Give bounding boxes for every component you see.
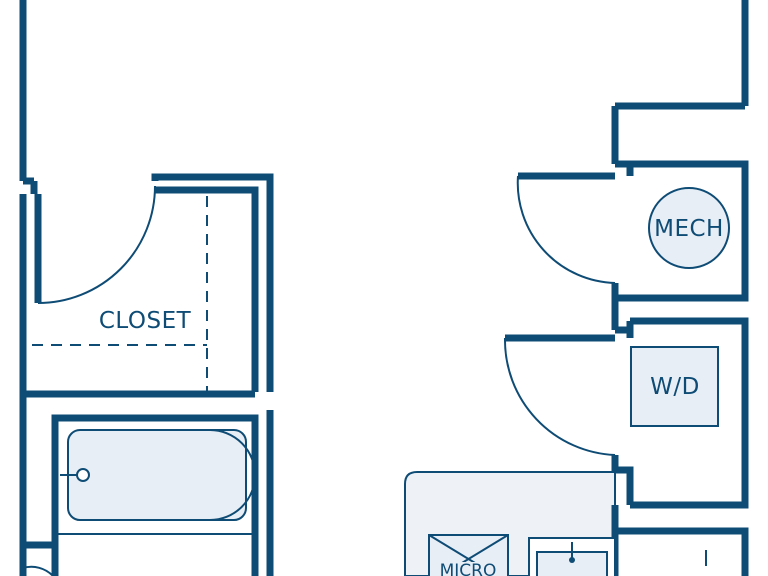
bathtub xyxy=(67,429,247,521)
sink-faucet-icon xyxy=(569,557,575,563)
tub-faucet-icon xyxy=(76,468,90,482)
closet-door-swing xyxy=(37,185,156,304)
wd-door-swing xyxy=(503,337,616,456)
washer-dryer-closet: W/D xyxy=(503,298,749,509)
washer-dryer-unit xyxy=(630,346,719,427)
mech-label: MECH xyxy=(654,216,724,242)
closet-label: CLOSET xyxy=(99,308,192,334)
bathroom xyxy=(22,410,274,576)
mech-room: MECH xyxy=(516,160,749,302)
mech-door-swing xyxy=(516,175,616,284)
wd-label: W/D xyxy=(650,374,700,400)
micro-label: MICRO xyxy=(440,561,497,576)
kitchen: MICRO xyxy=(404,471,749,576)
mech-unit xyxy=(648,187,730,269)
closet: CLOSET xyxy=(23,173,274,398)
exterior-walls xyxy=(19,0,749,576)
